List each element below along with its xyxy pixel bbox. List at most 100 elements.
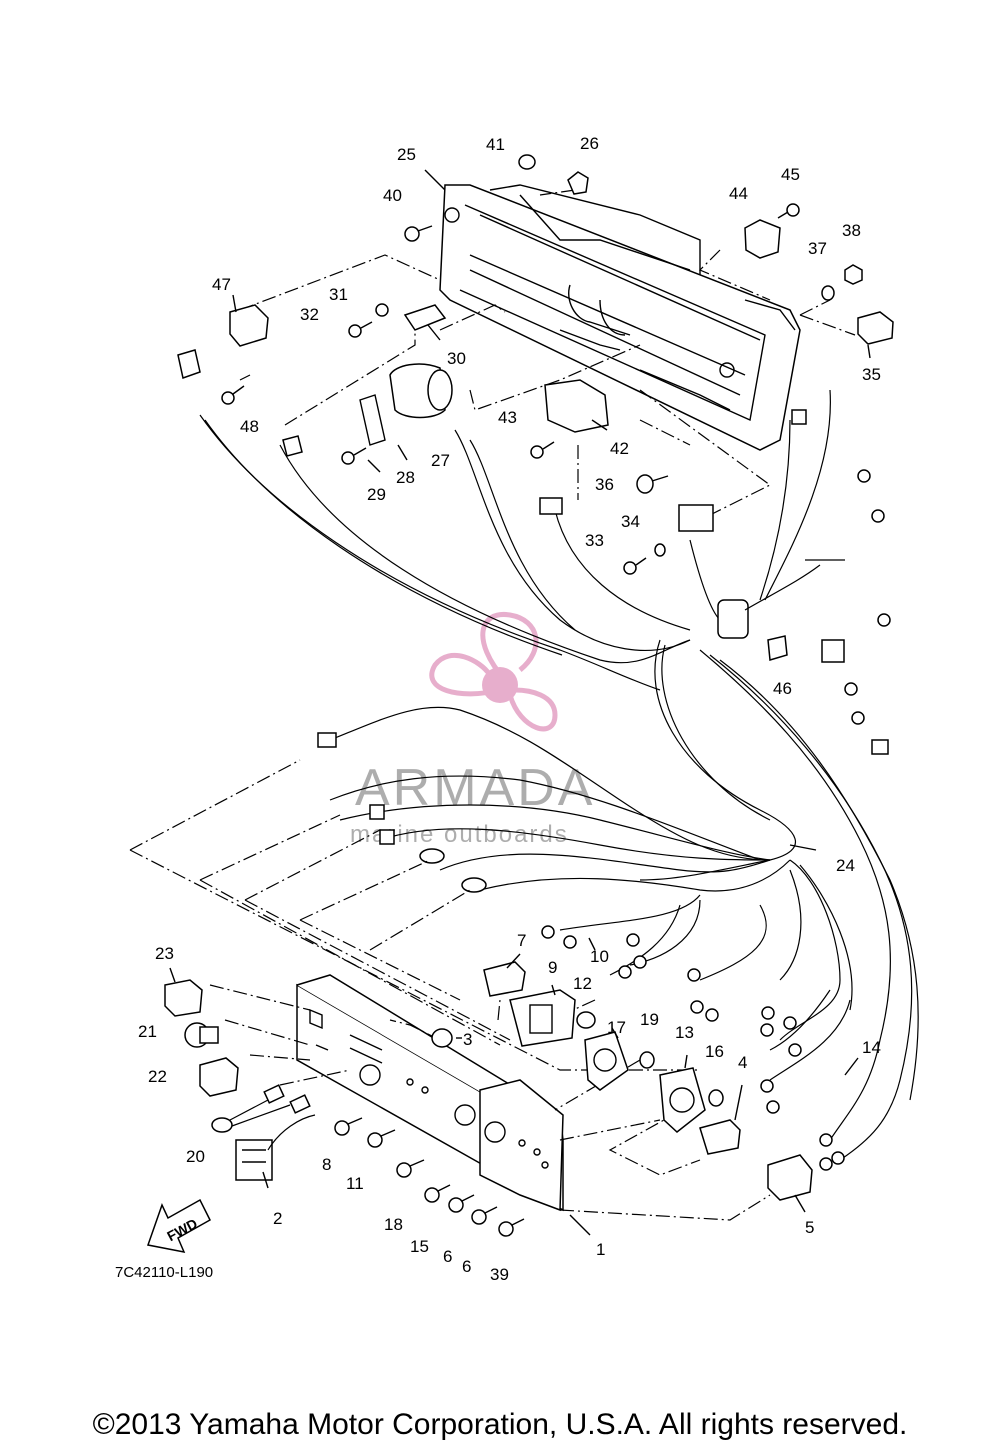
label-2: 2 — [273, 1209, 282, 1228]
label-44: 44 — [729, 184, 748, 203]
label-21: 21 — [138, 1022, 157, 1041]
label-22: 22 — [148, 1067, 167, 1086]
label-30 — [403, 304, 447, 331]
screw-43 — [530, 441, 555, 459]
screw-18 — [396, 1159, 425, 1178]
washer-34 — [654, 543, 666, 557]
label-48: 48 — [240, 417, 259, 436]
label-39: 39 — [490, 1265, 509, 1284]
panel-assembly — [296, 974, 564, 1212]
label-20: 20 — [186, 1147, 205, 1166]
reference-code: 7C42110-L190 — [115, 1264, 213, 1281]
watermark-brand: ARMADA — [355, 759, 595, 817]
label-46: 46 — [773, 679, 792, 698]
label-38: 38 — [842, 221, 861, 240]
receptacle-17 — [584, 1031, 629, 1091]
callout-leaders — [169, 169, 871, 1236]
cover-44 — [744, 219, 781, 259]
label-19: 19 — [640, 1010, 659, 1029]
label-37: 37 — [808, 239, 827, 258]
label-18: 18 — [384, 1215, 403, 1234]
label-7: 7 — [517, 931, 526, 950]
nut-12 — [576, 1011, 596, 1029]
label-30: 30 — [447, 349, 466, 368]
screw-39 — [498, 1218, 525, 1237]
bracket-assembly — [439, 184, 801, 451]
upper-parts — [221, 154, 894, 661]
meter-2 — [235, 1114, 316, 1181]
label-9: 9 — [548, 958, 557, 977]
washer-31 — [375, 303, 389, 317]
label-47: 47 — [212, 275, 231, 294]
label-23: 23 — [155, 944, 174, 963]
screw-40 — [404, 225, 433, 242]
label-26: 26 — [580, 134, 599, 153]
label-11: 11 — [346, 1174, 364, 1193]
relay-47 — [229, 304, 269, 347]
screw-32 — [348, 321, 373, 338]
grommet-41 — [518, 154, 536, 170]
label-24: 24 — [836, 856, 855, 875]
part-labels: 1 2 3 4 5 6 6 7 8 9 10 11 12 13 14 15 16… — [138, 134, 881, 1284]
wire-harness-24 — [177, 349, 919, 1171]
nut-38 — [844, 264, 863, 285]
label-25: 25 — [397, 145, 416, 164]
plug-26 — [567, 171, 589, 195]
label-3: 3 — [463, 1030, 472, 1049]
grommet-3 — [431, 1028, 453, 1048]
label-43: 43 — [498, 408, 517, 427]
watermark-propeller-icon — [429, 611, 558, 732]
label-35: 35 — [862, 365, 881, 384]
label-42: 42 — [610, 439, 629, 458]
connector-35 — [857, 311, 894, 345]
label-1: 1 — [596, 1240, 605, 1259]
switch-22 — [199, 1057, 239, 1097]
label-31: 31 — [329, 285, 348, 304]
screw-6b — [471, 1206, 498, 1225]
screw-11 — [367, 1129, 396, 1148]
connector-20 — [211, 1084, 311, 1133]
bolt-36 — [636, 474, 669, 494]
copyright-notice: ©2013 Yamaha Motor Corporation, U.S.A. A… — [92, 1408, 908, 1441]
screw-29 — [341, 447, 367, 465]
switch-42 — [544, 379, 609, 433]
label-33: 33 — [585, 531, 604, 550]
relay-5 — [767, 1154, 813, 1201]
screw-45 — [777, 203, 800, 219]
screw-8 — [334, 1117, 363, 1136]
washer-37 — [821, 285, 835, 301]
buzzer-27 — [389, 363, 453, 419]
bracket-28 — [359, 394, 386, 446]
switch-23 — [164, 979, 203, 1017]
label-12: 12 — [573, 974, 592, 993]
lower-leader-lines — [129, 759, 771, 1221]
label-13: 13 — [675, 1023, 694, 1042]
label-32: 32 — [300, 305, 319, 324]
label-36: 36 — [595, 475, 614, 494]
outlet-9 — [509, 989, 576, 1047]
label-6a: 6 — [443, 1247, 452, 1266]
upper-leader-lines — [239, 189, 856, 521]
screw-48 — [221, 385, 245, 405]
screw-15 — [424, 1184, 451, 1203]
label-28: 28 — [396, 468, 415, 487]
label-34: 34 — [621, 512, 640, 531]
label-5: 5 — [805, 1218, 814, 1237]
label-27: 27 — [431, 451, 450, 470]
nut-16 — [708, 1089, 724, 1107]
light-21 — [184, 1022, 219, 1048]
label-8: 8 — [322, 1155, 331, 1174]
label-6b: 6 — [462, 1257, 471, 1276]
breaker-4 — [699, 1119, 741, 1155]
label-10: 10 — [590, 947, 609, 966]
screw-6a — [448, 1194, 475, 1213]
label-45: 45 — [781, 165, 800, 184]
connector-46 — [767, 635, 788, 661]
label-15: 15 — [410, 1237, 429, 1256]
label-14: 14 — [862, 1038, 881, 1057]
label-17: 17 — [607, 1018, 626, 1037]
receptacle-13 — [659, 1067, 706, 1133]
screw-33 — [623, 557, 647, 575]
breaker-7 — [483, 961, 526, 997]
